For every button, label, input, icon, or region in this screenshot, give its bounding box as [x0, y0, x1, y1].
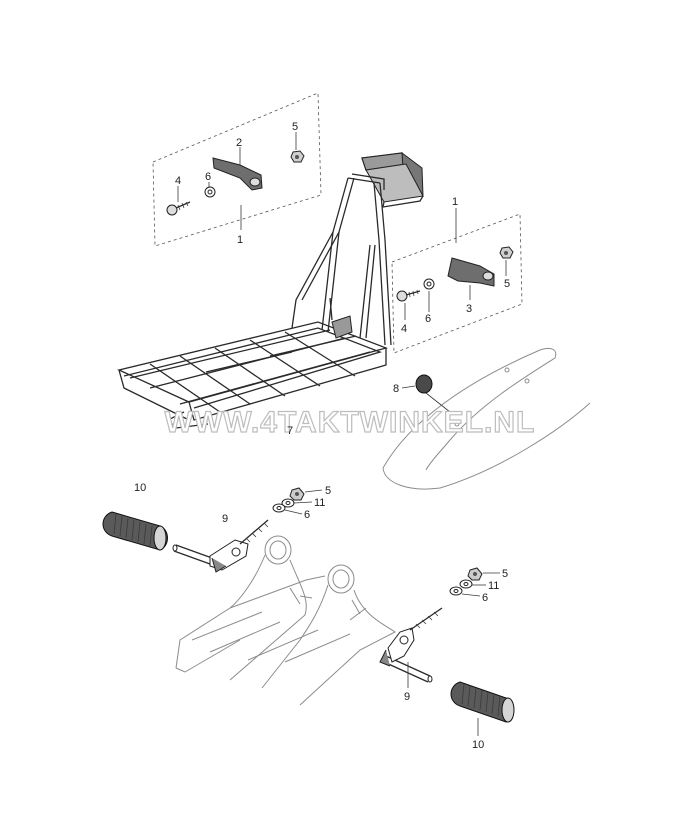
label-6-right: 6	[425, 313, 431, 325]
knob-part-8	[401, 374, 451, 413]
label-4-right: 4	[401, 323, 407, 335]
label-2: 2	[236, 137, 242, 149]
label-6-left: 6	[304, 509, 310, 521]
label-7: 7	[287, 425, 293, 437]
label-11-lower: 11	[488, 580, 499, 592]
right-footpeg-arm	[379, 607, 443, 688]
left-footpeg-hardware	[272, 487, 323, 515]
label-6: 6	[205, 171, 211, 183]
upper-left-group-box	[152, 92, 322, 247]
label-3: 3	[466, 303, 472, 315]
upper-left-parts	[166, 132, 305, 230]
label-5-lower: 5	[502, 568, 508, 580]
label-11-left: 11	[314, 497, 325, 509]
label-5-left: 5	[325, 485, 331, 497]
label-10-left: 10	[134, 482, 146, 494]
label-group-1: 1	[237, 234, 243, 246]
watermark-text: WWW.4TAKTWINKEL.NL	[165, 406, 536, 439]
right-footpeg-hardware	[449, 567, 500, 597]
label-group-1-right: 1	[452, 196, 458, 208]
luggage-carrier	[117, 151, 424, 429]
part-labels: 2 5 6 4 1 1 5 3 6 4 7 8 10 9 5 11 6 5 11…	[134, 121, 510, 751]
left-footpeg-arm	[172, 519, 269, 573]
label-5-right: 5	[504, 278, 510, 290]
rear-fender	[382, 347, 591, 490]
label-9-right: 9	[404, 691, 410, 703]
frame-section	[175, 535, 396, 706]
label-8: 8	[393, 383, 399, 395]
label-10-right: 10	[472, 739, 484, 751]
label-5: 5	[292, 121, 298, 133]
upper-right-parts	[396, 208, 514, 320]
left-footpeg-rubber	[102, 511, 168, 551]
label-6-lower: 6	[482, 592, 488, 604]
label-4: 4	[175, 175, 181, 187]
label-9-left: 9	[222, 513, 228, 525]
right-footpeg-rubber	[450, 681, 515, 736]
upper-right-group-box	[391, 213, 523, 354]
